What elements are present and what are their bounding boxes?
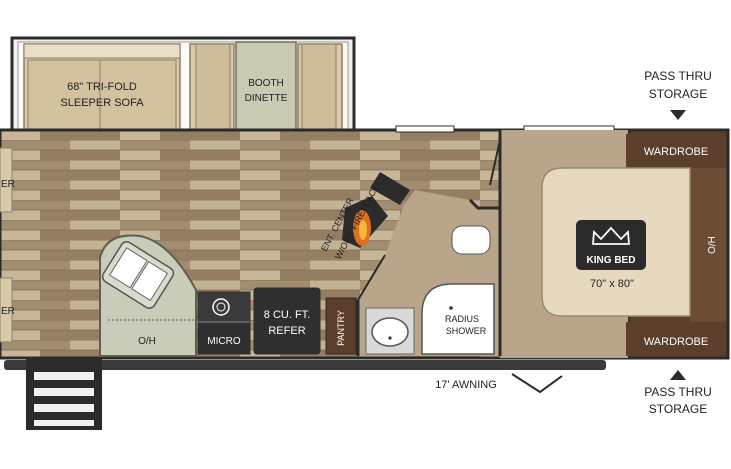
pass-thru-storage-top: PASS THRU STORAGE: [644, 69, 712, 120]
pass-thru-top-line1: PASS THRU: [644, 69, 712, 83]
radius-shower: [421, 283, 495, 355]
wardrobe-top-label: WARDROBE: [644, 146, 708, 158]
arrow-down-icon: [670, 110, 686, 120]
king-bed-badge: KING BED: [576, 220, 646, 270]
pantry-label: PANTRY: [336, 310, 346, 346]
left-cut-bottom-label: ER: [1, 306, 15, 317]
king-bed-label: KING BED: [587, 255, 636, 266]
bathroom: RADIUS SHOWER: [356, 130, 502, 356]
left-cut-items: ER ER: [0, 147, 15, 343]
sink-icon: [371, 317, 409, 347]
awning: 17' AWNING: [4, 360, 606, 394]
radius-shower-line1: RADIUS: [445, 314, 479, 324]
micro-label: MICRO: [207, 336, 241, 347]
arrow-up-icon: [670, 370, 686, 380]
wardrobe-bottom-label: WARDROBE: [644, 336, 708, 348]
stove-burner-icon: [212, 298, 230, 316]
refer-line1: 8 CU. FT.: [264, 309, 310, 321]
pass-thru-top-line2: STORAGE: [649, 87, 707, 101]
kitchen: O/H MICRO 8 CU. FT. REFER PANTRY: [99, 234, 357, 357]
bedroom: WARDROBE WARDROBE H/O KING BED 70" x 80": [500, 128, 730, 360]
crown-icon: [592, 226, 630, 245]
dinette-label-line1: BOOTH: [248, 78, 284, 89]
ho-label: H/O: [705, 236, 716, 254]
sofa-label-line2: SLEEPER SOFA: [60, 97, 144, 109]
dinette-label-line2: DINETTE: [245, 93, 288, 104]
toilet-icon: [451, 225, 491, 255]
entry-steps: [26, 358, 102, 430]
pass-thru-bottom-line2: STORAGE: [649, 402, 707, 416]
booth-dinette: BOOTH DINETTE: [189, 41, 343, 139]
radius-shower-line2: SHOWER: [446, 326, 487, 336]
tri-fold-sleeper-sofa: 68" TRI-FOLD SLEEPER SOFA: [23, 43, 181, 135]
refer-line2: REFER: [268, 325, 305, 337]
awning-label: 17' AWNING: [435, 379, 497, 391]
sofa-label-line1: 68" TRI-FOLD: [67, 81, 137, 93]
pass-thru-bottom-line1: PASS THRU: [644, 385, 712, 399]
pass-thru-storage-bottom: PASS THRU STORAGE: [644, 370, 712, 416]
left-cut-top-label: ER: [1, 179, 15, 190]
bed-size-label: 70" x 80": [590, 278, 634, 290]
oh-label: O/H: [138, 336, 156, 347]
